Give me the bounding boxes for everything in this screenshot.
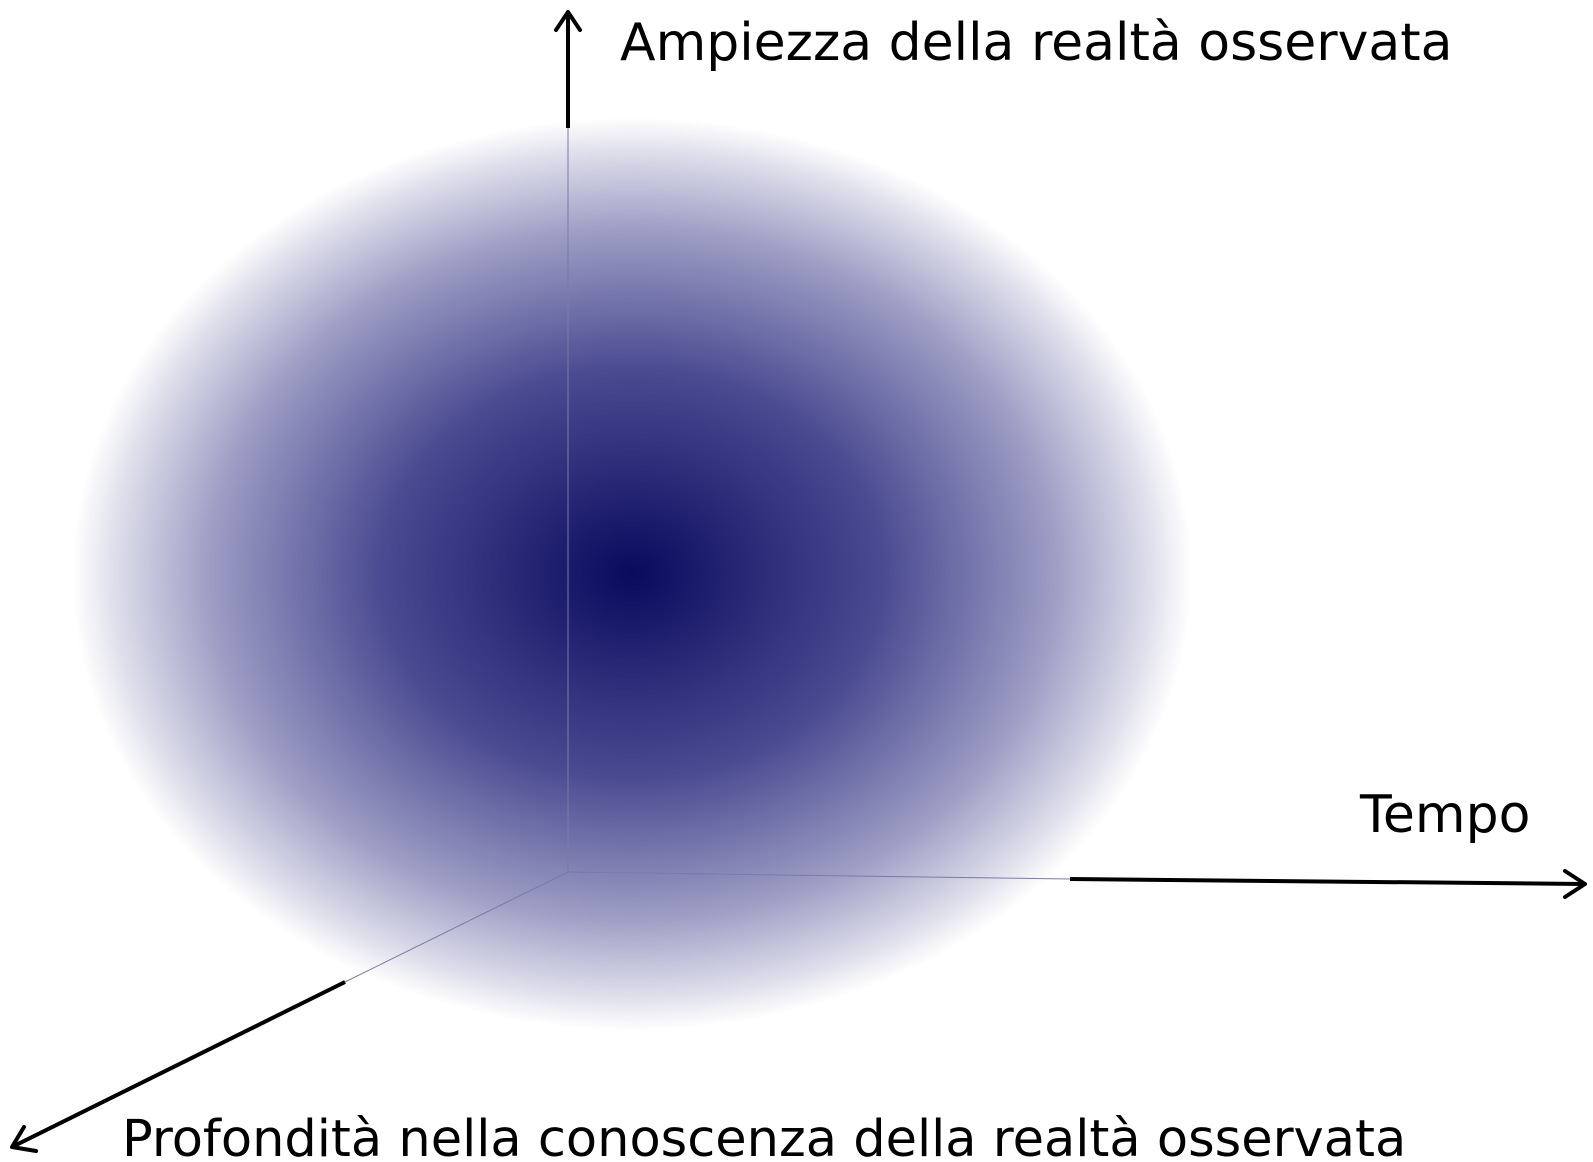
horizontal-axis-label: Tempo	[1359, 785, 1530, 845]
depth-axis-label: Profondità nella conoscenza della realtà…	[122, 1110, 1406, 1162]
shaded-sphere	[70, 116, 1194, 1032]
depth-arrowhead	[10, 1125, 38, 1153]
vertical-axis-arrow	[554, 10, 582, 128]
depth-axis-arrow	[10, 980, 346, 1153]
vertical-arrowhead	[554, 10, 582, 32]
inner-depth-axis	[344, 871, 569, 983]
horizontal-axis-arrow	[1069, 869, 1587, 899]
vertical-axis-label: Ampiezza della realtà osservata	[620, 13, 1453, 73]
horizontal-arrowhead	[1563, 869, 1587, 899]
inner-horizontal-axis	[567, 871, 1071, 880]
